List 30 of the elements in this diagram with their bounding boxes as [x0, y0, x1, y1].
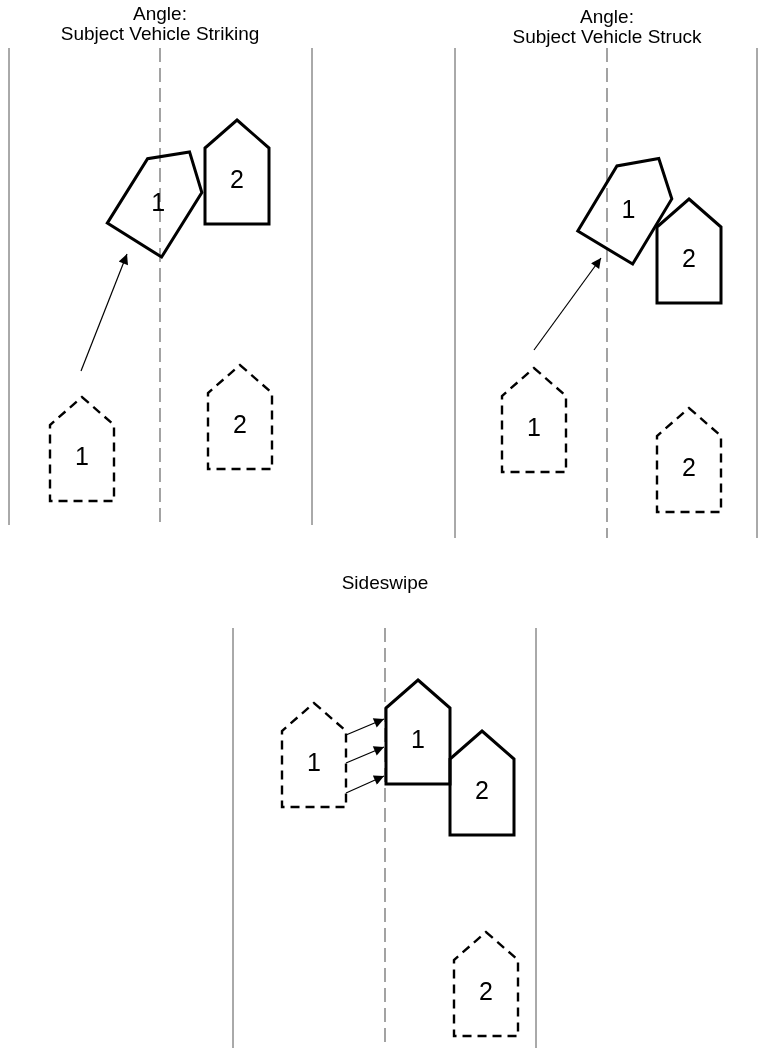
vehicle-number: 2 — [474, 777, 490, 803]
arrow — [345, 746, 385, 764]
arrow — [345, 775, 385, 794]
vehicle-symbol — [386, 680, 450, 784]
vehicle-number: 1 — [620, 196, 637, 222]
vehicle-symbol — [502, 368, 566, 472]
vehicle-symbol — [50, 397, 114, 501]
vehicle-number: 1 — [410, 726, 426, 752]
panel-heading: Sideswipe — [340, 573, 430, 593]
arrow — [345, 718, 385, 736]
vehicle-number: 1 — [526, 414, 542, 440]
vehicle-number: 2 — [681, 245, 697, 271]
vehicle-number: 2 — [681, 454, 697, 480]
vehicle-number: 2 — [478, 978, 494, 1004]
arrow — [533, 257, 602, 351]
vehicle-symbol — [657, 199, 721, 303]
vehicle-number: 1 — [150, 188, 167, 215]
vehicle-symbol — [208, 365, 272, 469]
vehicle-number: 2 — [232, 411, 248, 437]
vehicle-symbol — [454, 932, 518, 1036]
vehicle-symbol — [282, 703, 346, 807]
arrow — [80, 253, 128, 372]
vehicle-number: 1 — [74, 443, 90, 469]
vehicle-number: 2 — [229, 166, 245, 192]
vehicle-symbol — [205, 120, 269, 224]
panel-heading: Angle: Subject Vehicle Struck — [511, 7, 703, 47]
vehicle-symbol — [450, 731, 514, 835]
vehicle-symbol — [657, 408, 721, 512]
vehicle-number: 1 — [306, 749, 322, 775]
panel-heading: Angle: Subject Vehicle Striking — [59, 4, 261, 44]
